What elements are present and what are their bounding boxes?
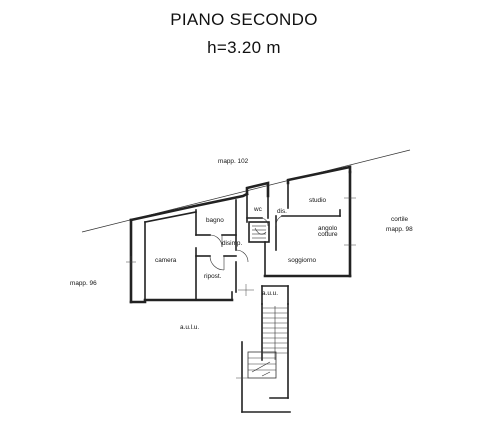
- label-soggiorno: soggiorno: [288, 257, 317, 264]
- label-wc: wc: [253, 206, 263, 213]
- internal-stair: [252, 225, 267, 239]
- label-mapp-102: mapp. 102: [218, 158, 249, 165]
- label-angolo: angolo: [318, 225, 338, 232]
- label-auu: a.u.u.: [262, 290, 278, 297]
- plan-title: PIANO SECONDO: [170, 10, 318, 29]
- stairwell: [236, 303, 291, 413]
- label-aulu: a.u.l.u.: [180, 324, 199, 331]
- label-ripost: ripost.: [204, 273, 222, 280]
- label-cotture: cotture: [318, 231, 338, 238]
- interior-walls: [144, 182, 341, 305]
- ceiling-height: h=3.20 m: [207, 38, 281, 57]
- label-camera: camera: [155, 257, 177, 264]
- doors-and-windows: [126, 197, 356, 296]
- label-cortile: cortile: [391, 216, 408, 223]
- label-mapp-98: mapp. 98: [386, 226, 413, 233]
- labels: mapp. 102 cortile mapp. 98 mapp. 96 a.u.…: [70, 158, 413, 331]
- label-dis: dis.: [277, 208, 287, 215]
- label-disimp: disimp.: [222, 240, 242, 247]
- label-bagno: bagno: [206, 217, 224, 224]
- label-studio: studio: [309, 197, 326, 204]
- label-mapp-96: mapp. 96: [70, 280, 97, 287]
